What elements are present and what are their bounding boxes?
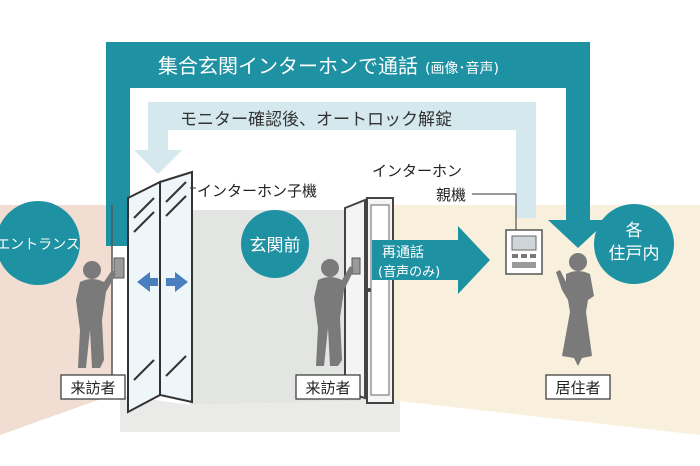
main-unit-label-2: 親機	[436, 186, 466, 204]
svg-text:住戸内: 住戸内	[609, 244, 660, 264]
resident-figure	[556, 253, 594, 366]
visitor-entrance-label-box	[60, 374, 126, 400]
monitor-unlock-label: モニター確認後、オートロック解錠	[180, 110, 452, 130]
entrance-handset-device	[113, 257, 125, 279]
svg-text:エントランス: エントランス	[0, 237, 80, 253]
visitor-door-label: 来訪者	[305, 379, 350, 397]
auto-lock-door	[111, 170, 193, 414]
visitor-entrance-figure	[76, 261, 116, 368]
recall-arrow	[372, 226, 490, 294]
front-door-floor	[120, 395, 400, 432]
resident-label: 居住者	[555, 379, 600, 397]
intercom-call-arrow	[106, 42, 608, 248]
entrance-zone-badge: エントランス	[0, 201, 80, 285]
visitor-door-figure	[314, 259, 354, 366]
svg-text:玄関前: 玄関前	[250, 236, 301, 256]
visitor-entrance-label: 来訪者	[70, 379, 115, 397]
svg-text:各: 各	[626, 221, 643, 241]
recall-sublabel: (音声のみ)	[378, 264, 440, 280]
monitor-unlock-arrow	[134, 102, 536, 218]
intercom-call-label: 集合玄関インターホンで通話	[158, 54, 418, 78]
residence-zone-badge: 各 住戸内	[594, 204, 674, 284]
visitor-door-label-box	[295, 374, 361, 400]
door-open-right-arrow	[166, 272, 188, 292]
door-handset-device	[351, 257, 361, 275]
resident-label-box	[545, 374, 611, 400]
entrance-handset-label: インターホン子機	[197, 182, 317, 200]
door-open-left-arrow	[137, 272, 158, 292]
main-unit-label-1: インターホン	[372, 162, 462, 180]
main-unit-device	[505, 229, 543, 275]
recall-label: 再通話	[382, 244, 424, 261]
main-unit-leader	[472, 193, 517, 230]
dwelling-front-door	[344, 197, 394, 404]
intercom-call-sublabel: (画像･音声)	[425, 60, 499, 77]
front-door-zone-badge: 玄関前	[241, 210, 309, 278]
